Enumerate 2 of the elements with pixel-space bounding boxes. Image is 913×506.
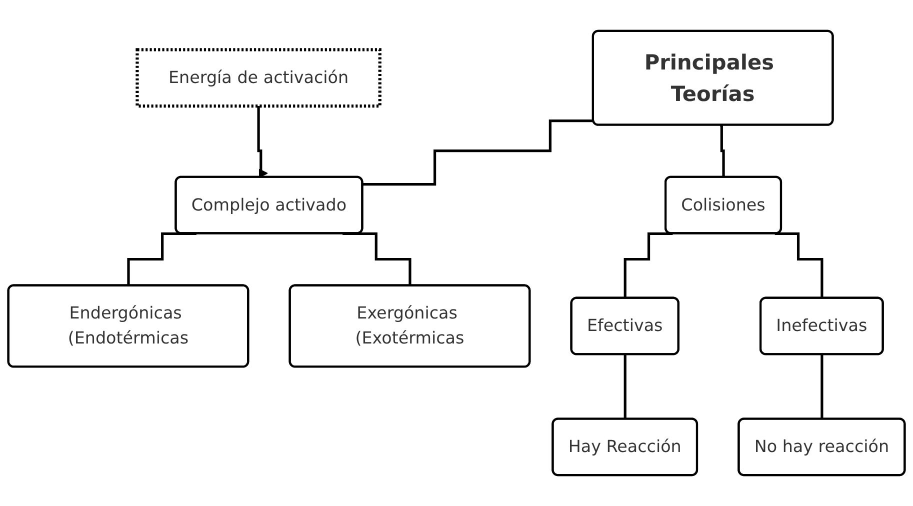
node-box: Energía de activación: [136, 48, 382, 108]
connector: [362, 120, 594, 186]
